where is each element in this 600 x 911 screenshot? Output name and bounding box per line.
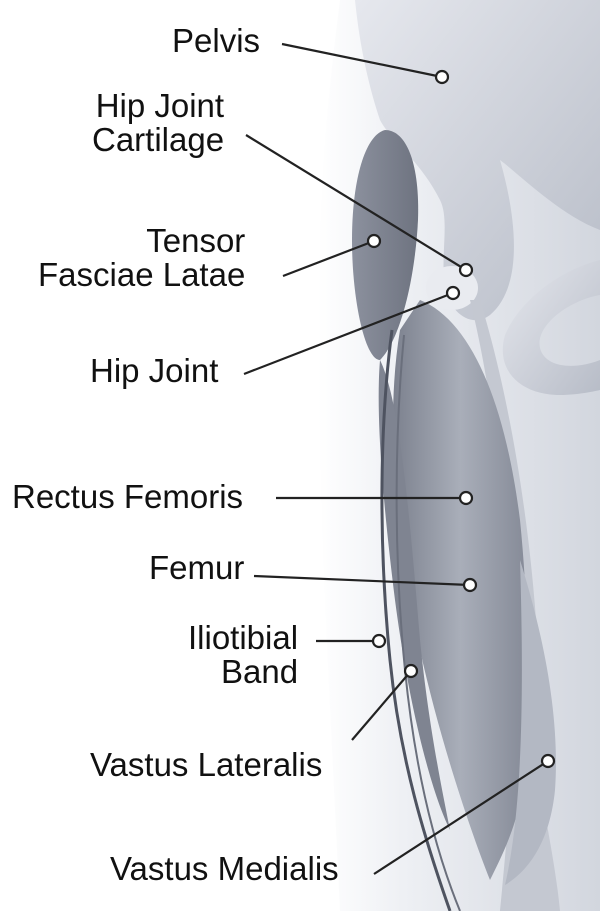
label-hip-joint-cartilage: Hip Joint Cartilage <box>92 89 224 157</box>
marker-tensor-fasciae-latae <box>368 235 380 247</box>
marker-vastus-lateralis <box>405 665 417 677</box>
marker-hip-joint <box>447 287 459 299</box>
marker-pelvis <box>436 71 448 83</box>
label-vastus-lateralis: Vastus Lateralis <box>90 748 322 782</box>
label-tensor-fasciae-latae: Tensor Fasciae Latae <box>38 224 245 292</box>
marker-hip-joint-cartilage <box>460 264 472 276</box>
label-femur: Femur <box>149 551 244 585</box>
marker-iliotibial-band <box>373 635 385 647</box>
marker-vastus-medialis <box>542 755 554 767</box>
marker-femur <box>464 579 476 591</box>
label-hip-joint: Hip Joint <box>90 354 218 388</box>
marker-rectus-femoris <box>460 492 472 504</box>
label-vastus-medialis: Vastus Medialis <box>110 852 339 886</box>
label-rectus-femoris: Rectus Femoris <box>12 480 243 514</box>
label-pelvis: Pelvis <box>172 24 260 58</box>
label-iliotibial-band: Iliotibial Band <box>188 621 298 689</box>
